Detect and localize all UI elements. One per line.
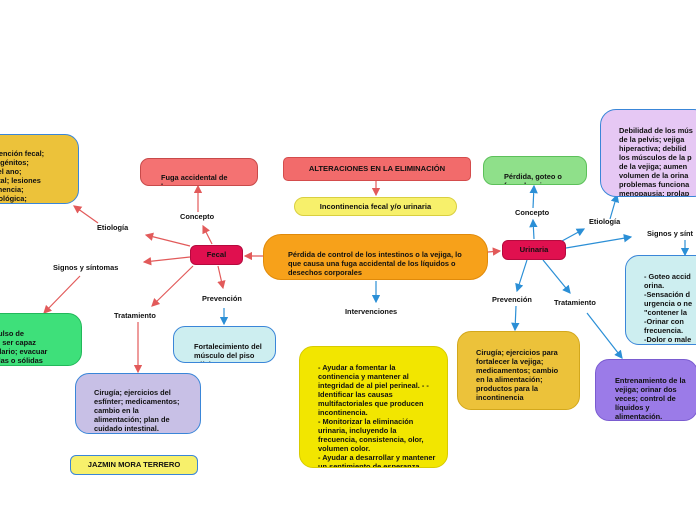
map-title[interactable]: ALTERACIONES EN LA ELIMINACIÓN: [283, 157, 471, 181]
fecal-label: Fecal: [206, 250, 227, 259]
fecal-concepto-box[interactable]: Fuga accidental de heces o gases.: [140, 158, 258, 186]
fecal-prevencion-box[interactable]: Fortalecimiento del músculo del piso pél…: [173, 326, 276, 363]
fecal-signos-box[interactable]: impulso de y no ser capaz ntrolario; eva…: [0, 313, 82, 366]
urinaria-signos-text: - Goteo accid orina. -Sensación d urgenc…: [644, 272, 693, 345]
fecal-etiologia-label: Etiología: [97, 223, 129, 232]
urinaria-prevencion-label: Prevención: [492, 295, 532, 304]
fecal-prevencion-text: Fortalecimiento del músculo del piso pél…: [194, 342, 262, 362]
subtitle-node[interactable]: Incontinencia fecal y/o urinaria: [294, 197, 457, 216]
central-definition-text: Pérdida de control de los intestinos o l…: [288, 250, 462, 278]
fecal-tratamiento-label: Tratamiento: [114, 311, 156, 320]
fecal-concepto-label: Concepto: [180, 212, 215, 221]
urinaria-tratamiento-box[interactable]: Entrenamiento de la vejiga; orinar dos v…: [595, 359, 696, 421]
urinaria-concepto-text: Pérdida, goteo o fuga de orina: [504, 172, 562, 184]
fecal-prevencion-label: Prevención: [202, 294, 242, 303]
fecal-tratamiento-text: Cirugía; ejercicios del esfínter; medica…: [94, 388, 180, 434]
urinaria-concepto-label: Concepto: [515, 208, 550, 217]
urinaria-concepto-box[interactable]: Pérdida, goteo o fuga de orina: [483, 156, 587, 185]
fecal-etiologia-box[interactable]: Retención fecal; congénitos; en el ano; …: [0, 134, 79, 204]
fecal-concepto-text: Fuga accidental de heces o gases.: [161, 173, 228, 185]
intervenciones-text: - Ayudar a fomentar la continencia y man…: [318, 363, 436, 468]
urinaria-etiologia-box[interactable]: Debilidad de los mús de la pelvis; vejig…: [600, 109, 696, 197]
fecal-node[interactable]: Fecal: [190, 245, 243, 265]
subtitle-text: Incontinencia fecal y/o urinaria: [319, 202, 432, 211]
urinaria-prevencion-text: Cirugía; ejercicios para fortalecer la v…: [476, 348, 559, 403]
urinaria-etiologia-label: Etiología: [589, 217, 621, 226]
author-node[interactable]: JAZMIN MORA TERRERO: [70, 455, 198, 475]
fecal-etiologia-text: Retención fecal; congénitos; en el ano; …: [0, 149, 45, 204]
intervenciones-label: Intervenciones: [345, 307, 398, 316]
central-definition-node[interactable]: Pérdida de control de los intestinos o l…: [263, 234, 488, 280]
urinaria-signos-label: Signos y sínt: [647, 229, 693, 238]
fecal-signos-text: impulso de y no ser capaz ntrolario; eva…: [0, 329, 48, 366]
urinaria-node[interactable]: Urinaria: [502, 240, 566, 260]
fecal-signos-label: Signos y síntomas: [53, 263, 119, 272]
intervenciones-box[interactable]: - Ayudar a fomentar la continencia y man…: [299, 346, 448, 468]
urinaria-label: Urinaria: [519, 245, 549, 254]
urinaria-tratamiento-text: Entrenamiento de la vejiga; orinar dos v…: [615, 376, 686, 421]
urinaria-signos-box[interactable]: - Goteo accid orina. -Sensación d urgenc…: [625, 255, 696, 345]
urinaria-tratamiento-label: Tratamiento: [554, 298, 596, 307]
map-title-text: ALTERACIONES EN LA ELIMINACIÓN: [308, 164, 446, 173]
author-text: JAZMIN MORA TERRERO: [87, 460, 181, 469]
urinaria-prevencion-box[interactable]: Cirugía; ejercicios para fortalecer la v…: [457, 331, 580, 410]
fecal-tratamiento-box[interactable]: Cirugía; ejercicios del esfínter; medica…: [75, 373, 201, 434]
urinaria-etiologia-text: Debilidad de los mús de la pelvis; vejig…: [619, 126, 693, 197]
